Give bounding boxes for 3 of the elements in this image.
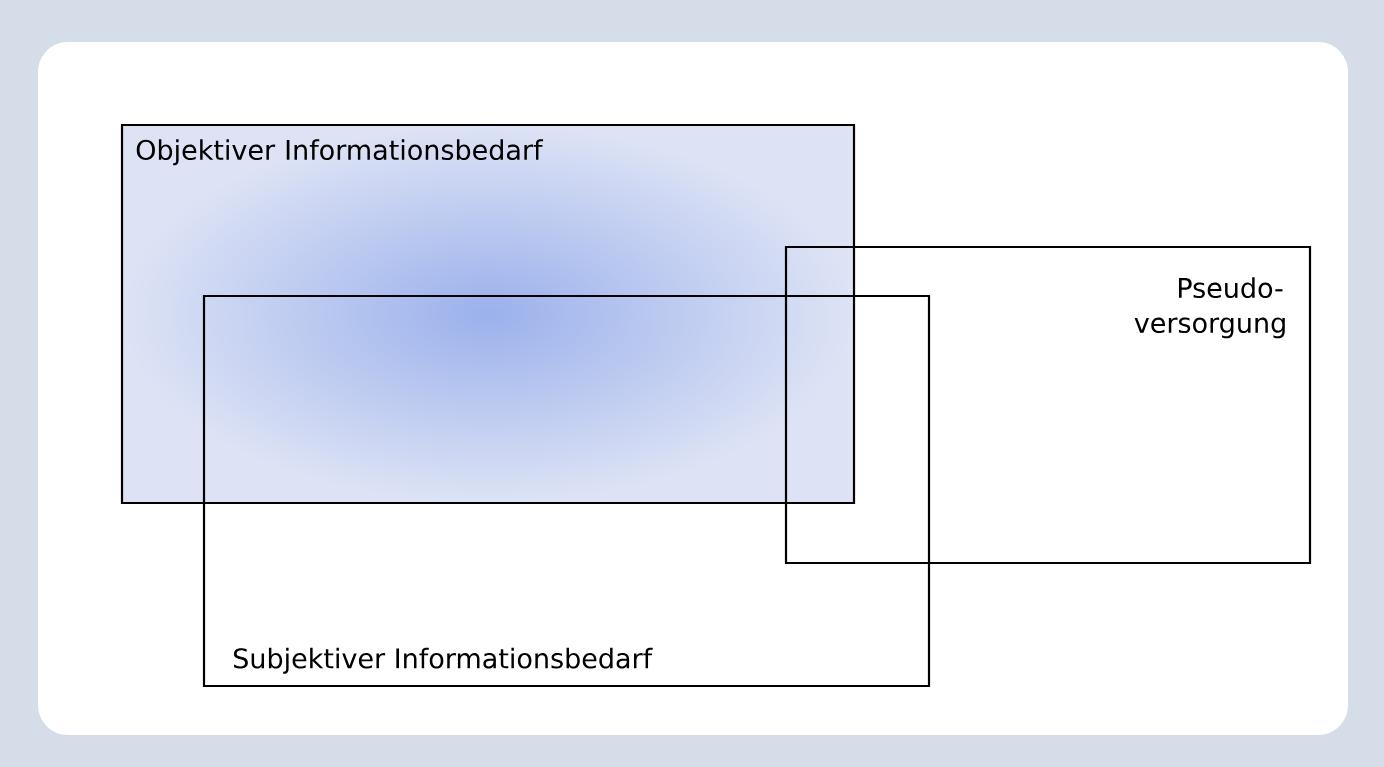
area-box: Subjektiver Informationsbedarf [202,294,931,688]
area-box: Pseudo- versorgung [784,245,1312,565]
area-box: Objektiver Informationsbedarf [120,123,856,505]
